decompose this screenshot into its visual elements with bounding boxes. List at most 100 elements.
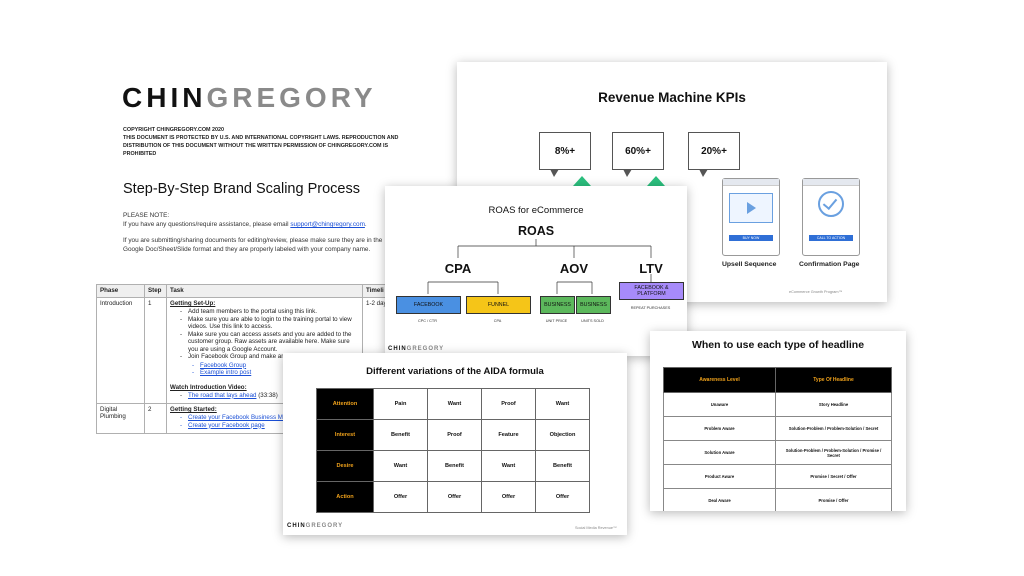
row-step: 2 [144, 403, 167, 434]
table-cell: Proof [427, 419, 482, 451]
table-cell: Offer [427, 481, 482, 513]
call-to-action-button: CALL TO ACTION [809, 235, 853, 241]
table-cell: Solution Aware [663, 440, 776, 465]
table-cell: Offer [373, 481, 428, 513]
headline-types-slide: When to use each type of headline Awaren… [650, 331, 906, 511]
row-label-action: Action [316, 481, 374, 513]
row-label-attention: Attention [316, 388, 374, 420]
kpi-bubble: 60%+ [612, 132, 664, 177]
table-cell: Deal Aware [663, 488, 776, 511]
business-unit-price-box: BUSINESS [540, 296, 575, 314]
buy-now-button: BUY NOW [729, 235, 773, 241]
table-cell: Unaware [663, 392, 776, 417]
intro-video-link[interactable]: The road that lays ahead [188, 391, 257, 399]
chingregory-logo: CHINGREGORY [122, 82, 377, 113]
task-heading: Getting Started: [170, 406, 217, 413]
funnel-arrow-icon [573, 176, 591, 186]
note-line-support: If you have any questions/require assist… [123, 221, 367, 228]
facebook-group-link[interactable]: Facebook Group [192, 362, 359, 370]
aida-slide: Different variations of the AIDA formula… [283, 353, 627, 535]
upsell-page-mockup: BUY NOW [722, 178, 780, 256]
row-label-interest: Interest [316, 419, 374, 451]
roas-root-label: ROAS [517, 224, 555, 238]
facebook-caption: CPC / CTR [418, 319, 437, 323]
roas-footer-logo: CHINGREGORY [388, 346, 445, 352]
list-item: Make sure you are able to login to the t… [180, 316, 359, 331]
list-item: The road that lays ahead (33:38) [180, 392, 359, 400]
business-units-sold-box: BUSINESS [576, 296, 611, 314]
table-row: Desire Want Benefit Want Benefit [316, 450, 590, 482]
col-awareness-level: Awareness Level [663, 367, 776, 393]
funnel-caption: CPA [493, 319, 502, 323]
row-phase: Introduction [96, 297, 145, 404]
table-cell: Want [481, 450, 536, 482]
table-cell: Feature [481, 419, 536, 451]
aida-footer-right: Social Media Revenue™ [575, 526, 617, 530]
document-title: Step-By-Step Brand Scaling Process [123, 181, 360, 197]
table-cell: Benefit [535, 450, 590, 482]
list-item: Add team members to the portal using thi… [180, 308, 359, 316]
table-cell: Benefit [373, 419, 428, 451]
roas-slide-title: ROAS for eCommerce [488, 205, 584, 216]
aida-slide-title: Different variations of the AIDA formula [366, 366, 544, 377]
note-line-documents: If you are submitting/sharing documents … [123, 237, 383, 253]
table-cell: Want [427, 388, 482, 420]
headline-table: Awareness Level Type Of Headline Unaware… [663, 367, 892, 511]
create-business-manager-link[interactable]: Create your Facebook Business Ma [180, 414, 359, 422]
unit-price-caption: UNIT PRICE [545, 319, 568, 323]
col-step: Step [144, 284, 167, 298]
aov-label: AOV [559, 261, 589, 276]
copyright-notice: COPYRIGHT CHINGREGORY.COM 2020 THIS DOCU… [123, 127, 399, 157]
headline-slide-title: When to use each type of headline [691, 339, 865, 351]
table-cell: Proof [481, 388, 536, 420]
task-list: Add team members to the portal using thi… [180, 308, 359, 361]
create-facebook-page-link[interactable]: Create your Facebook page [180, 422, 359, 430]
aida-footer-logo: CHINGREGORY [287, 523, 344, 529]
support-email-link[interactable]: support@chingregory.com [290, 221, 365, 228]
table-cell: Story Headline [775, 392, 892, 417]
table-row: Action Offer Offer Offer Offer [316, 481, 590, 513]
table-cell: Want [373, 450, 428, 482]
facebook-box: FACEBOOK [396, 296, 461, 314]
table-row: Interest Benefit Proof Feature Objection [316, 419, 590, 451]
video-list: The road that lays ahead (33:38) [180, 392, 359, 400]
kpi-bubble: 20%+ [688, 132, 740, 177]
confirmation-page-mockup: CALL TO ACTION [802, 178, 860, 256]
brand-scaling-document: CHINGREGORY COPYRIGHT CHINGREGORY.COM 20… [92, 62, 422, 462]
confirmation-page-label: Confirmation Page [799, 261, 860, 268]
kpi-bubble: 8%+ [539, 132, 591, 177]
task-heading-video: Watch Introduction Video: [170, 383, 247, 391]
task-heading: Getting Set-Up: [170, 300, 216, 307]
row-phase: Digital Plumbing [96, 403, 145, 434]
row-label-desire: Desire [316, 450, 374, 482]
list-item: Make sure you can access assets and you … [180, 331, 359, 354]
table-cell: Pain [373, 388, 428, 420]
document-note: PLEASE NOTE: If you have any questions/r… [123, 211, 393, 254]
table-row: Attention Pain Want Proof Want [316, 388, 590, 420]
table-cell: Solution-Problem / Problem-Solution / Se… [775, 416, 892, 441]
table-cell: Offer [535, 481, 590, 513]
roas-tree-lines [427, 239, 652, 294]
kpi-slide-title: Revenue Machine KPIs [598, 90, 746, 105]
units-sold-caption: UNITS SOLD [581, 319, 604, 323]
table-cell: Problem Aware [663, 416, 776, 441]
funnel-box: FUNNEL [466, 296, 531, 314]
table-cell: Offer [481, 481, 536, 513]
table-cell: Promise / Offer [775, 488, 892, 511]
funnel-arrow-icon [647, 176, 665, 186]
table-cell: Promise / Secret / Offer [775, 464, 892, 489]
sub-task-list: Facebook Group Example intro post [192, 362, 359, 377]
table-cell: Solution-Problem / Problem-Solution / Pr… [775, 440, 892, 465]
col-type-of-headline: Type Of Headline [775, 367, 892, 393]
task-list: Create your Facebook Business Ma Create … [180, 414, 359, 429]
example-intro-post-link[interactable]: Example intro post [192, 369, 359, 377]
video-play-icon [729, 193, 773, 223]
list-item: Join Facebook Group and make an [180, 353, 359, 361]
table-cell: Product Aware [663, 464, 776, 489]
facebook-platform-box: FACEBOOK & PLATFORM [619, 282, 684, 300]
